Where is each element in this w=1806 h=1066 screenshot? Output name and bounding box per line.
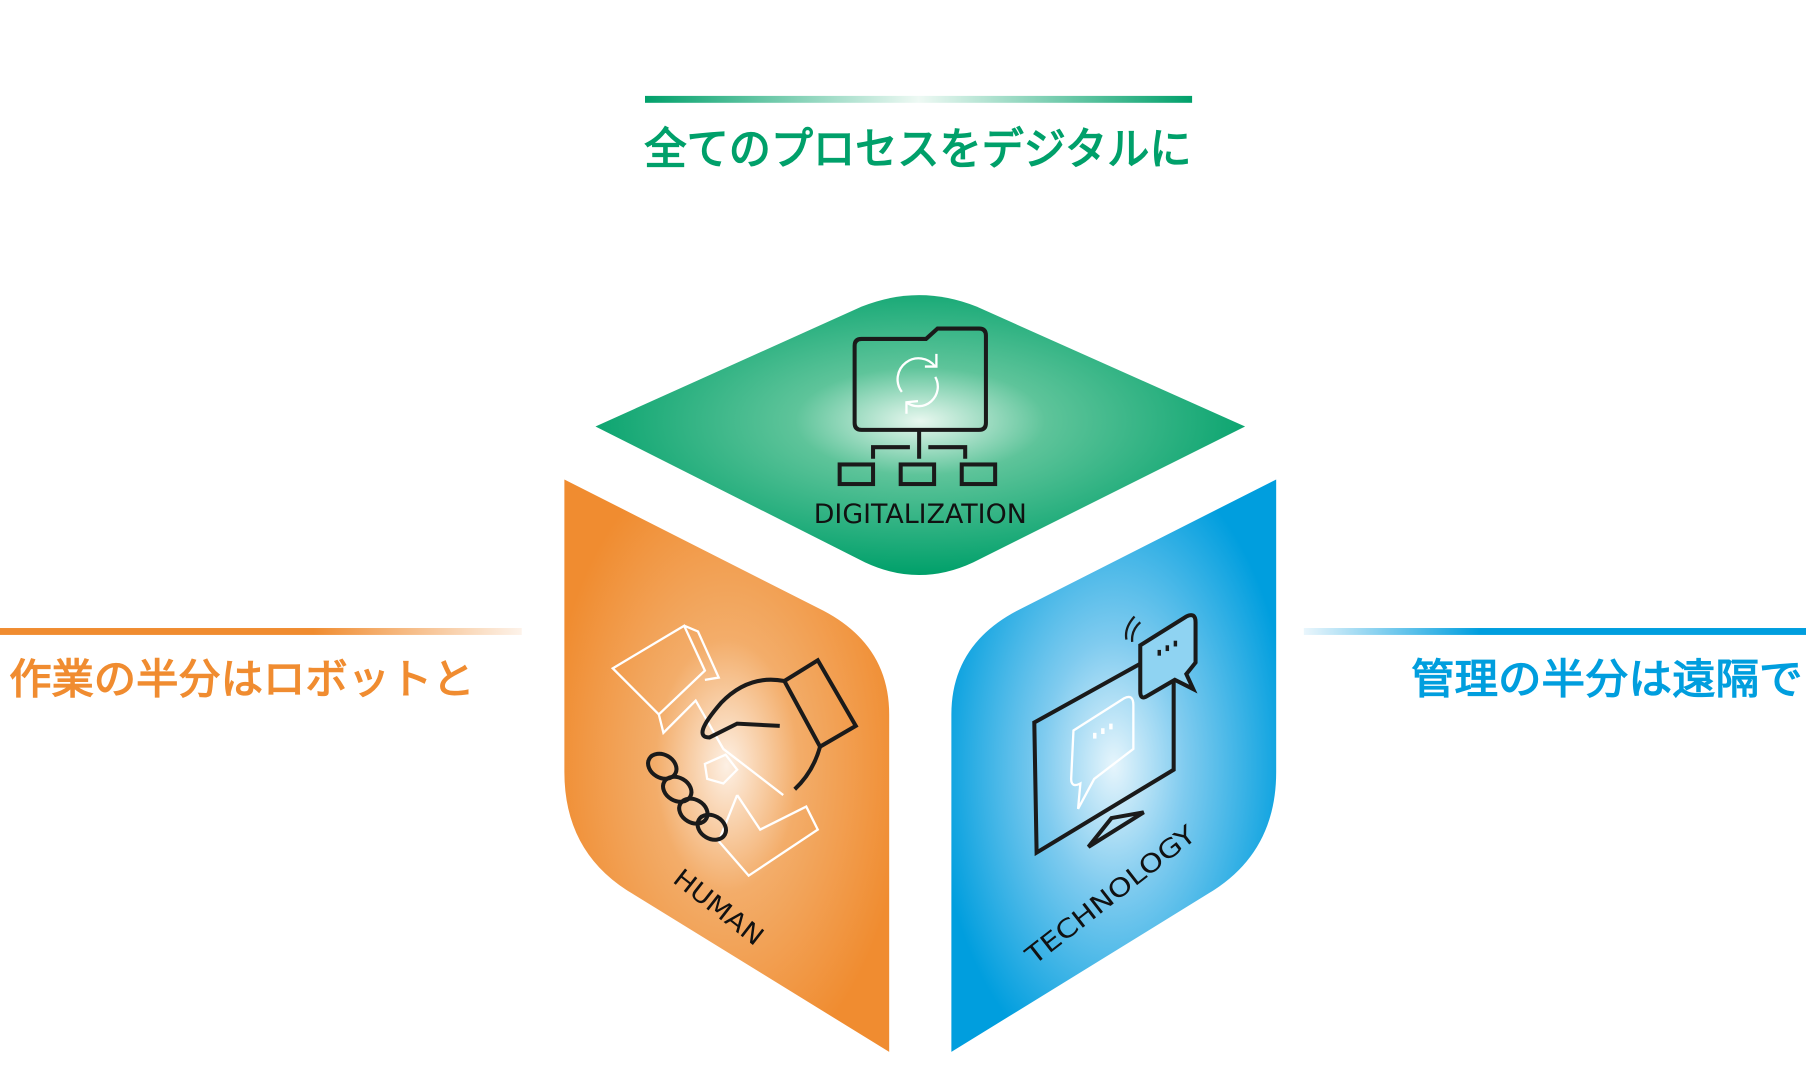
folder-network-sync-icon bbox=[837, 326, 998, 487]
handshake-robot-icon bbox=[610, 624, 859, 878]
digitalization-label: DIGITALIZATION bbox=[814, 499, 1027, 530]
digitalization-accent-bar bbox=[645, 95, 1193, 103]
technology-accent-bar bbox=[1303, 628, 1806, 635]
human-face bbox=[564, 479, 890, 1052]
human-accent-bar bbox=[0, 628, 522, 635]
technology-heading: 管理の半分は遠隔で bbox=[1411, 656, 1803, 704]
technology-face bbox=[951, 479, 1277, 1052]
human-heading: 作業の半分はロボットと bbox=[9, 656, 474, 704]
monitor-chat-icon bbox=[1032, 613, 1198, 857]
digitalization-heading: 全てのプロセスをデジタルに bbox=[643, 124, 1191, 175]
